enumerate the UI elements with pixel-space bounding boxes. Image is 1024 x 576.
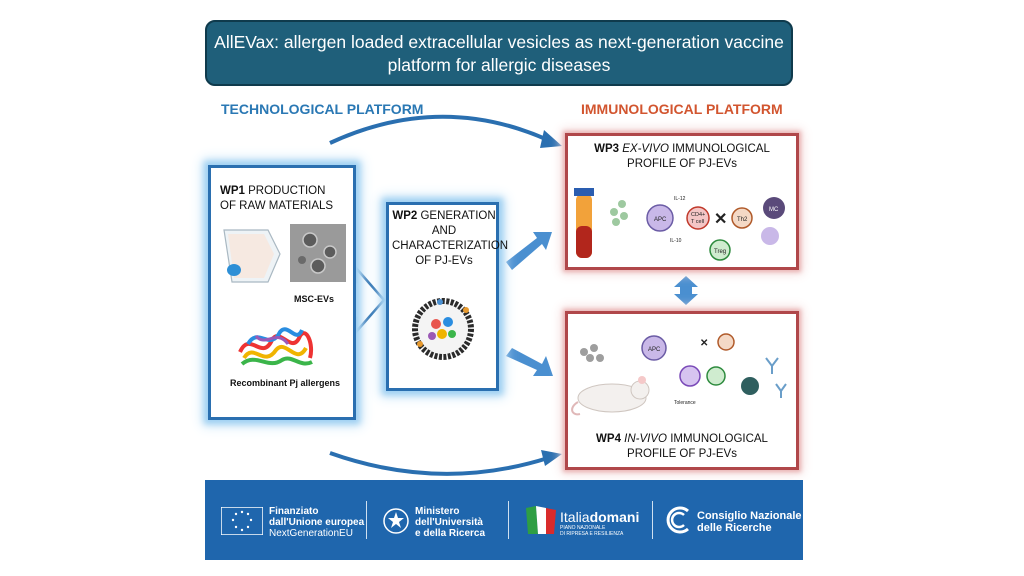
wp2-box	[386, 202, 499, 391]
recombinant-allergens-label: Recombinant Pj allergens	[230, 378, 341, 388]
bottom-arc-arrowhead	[541, 450, 562, 466]
wp3-box	[565, 133, 799, 270]
cnr-line-2: delle Ricerche	[697, 522, 772, 534]
wp4-line-2: PROFILE OF PJ-EVs	[627, 448, 737, 460]
cd4-t-cell-icon: CD4+ T cell	[686, 206, 710, 230]
wp4-id: WP4	[596, 433, 621, 445]
title-banner: AllEVax: allergen loaded extracellular v…	[205, 20, 793, 86]
wp3-line-2: PROFILE OF PJ-EVs	[627, 158, 737, 170]
italian-republic-emblem-icon	[383, 508, 409, 534]
wp2-line-3: CHARACTERIZATION	[392, 240, 509, 252]
eu-line-1: Finanziato	[269, 506, 319, 517]
immunological-platform-label: IMMUNOLOGICAL PLATFORM	[581, 101, 783, 117]
wp3-il12-label: IL-12	[674, 196, 686, 202]
wp3-tcell-label: T cell	[691, 219, 704, 225]
wp3-italic: EX-VIVO	[622, 143, 669, 155]
treg-cell-icon: Treg	[709, 239, 731, 261]
cnr-text: Consiglio Nazionale delle Ricerche	[697, 510, 802, 534]
mur-line-3: e della Ricerca	[415, 528, 486, 539]
wp1-box	[208, 165, 356, 420]
eu-flag-icon	[221, 507, 263, 535]
wp2-line-2: AND	[431, 225, 457, 237]
eu-funding-text: Finanziato dall'Unione europea NextGener…	[269, 506, 364, 539]
top-arc-arrow	[329, 114, 549, 145]
funding-footer	[205, 480, 803, 560]
wp2-to-wp3-arrow	[506, 232, 552, 270]
footer-divider	[652, 501, 653, 539]
wp3-heading: WP3 EX-VIVO IMMUNOLOGICAL PROFILE OF PJ-…	[575, 142, 789, 172]
eu-line-2: dall'Unione europea	[269, 517, 365, 528]
italia-sub-1: PIANO NAZIONALE	[560, 525, 606, 531]
b-cell-icon	[741, 377, 759, 395]
cell-culture-flask-icon	[223, 229, 281, 283]
mur-line-1: Ministero	[415, 506, 460, 517]
mur-line-2: dell'Università	[415, 517, 483, 528]
antibody-icon	[765, 357, 779, 374]
bottom-arc-arrow	[329, 451, 549, 476]
wp4-tolerance-label: Tolerance	[674, 400, 696, 406]
mur-text: Ministero dell'Università e della Ricerc…	[415, 506, 485, 539]
footer-divider	[366, 501, 367, 539]
allergen-protein-icon	[238, 327, 313, 366]
wp1-heading: WP1 PRODUCTION OF RAW MATERIALS	[220, 184, 360, 214]
title-line-1: AllEVax: allergen loaded extracellular v…	[214, 32, 784, 52]
italia-domani-subtitle: PIANO NAZIONALE DI RIPRESA E RESILIENZA	[560, 525, 623, 537]
eu-line-3: NextGenerationEU	[269, 528, 353, 539]
svg-text:✕: ✕	[700, 338, 708, 349]
msc-evs-label: MSC-EVs	[294, 294, 335, 304]
italia-domani-flag-icon	[526, 506, 556, 534]
wp4-italic: IN-VIVO	[624, 433, 667, 445]
wp4-apc-label: APC	[648, 347, 661, 353]
wp1-id: WP1	[220, 185, 245, 197]
cnr-logo-icon	[666, 506, 689, 534]
apc-cell-icon: APC	[646, 204, 674, 232]
footer-divider	[508, 501, 509, 539]
wp1-line-2: OF RAW MATERIALS	[220, 200, 334, 212]
cnr-line-1: Consiglio Nazionale	[697, 510, 802, 522]
th2-target-icon	[717, 333, 735, 351]
wp3-il10-label: IL-10	[670, 238, 682, 244]
wp2-id: WP2	[392, 210, 418, 222]
th2-cell-icon: Th2	[731, 207, 753, 229]
wp1-materials-illustration	[223, 224, 346, 283]
wp4-in-vivo-illustration: APC ✕ Tolerance	[571, 333, 787, 416]
t-cell-green-icon	[706, 366, 726, 386]
italia-sub-2: DI RIPRESA E RESILIENZA	[560, 531, 624, 537]
technological-platform-label: TECHNOLOGICAL PLATFORM	[221, 101, 424, 117]
wp3-id: WP3	[594, 143, 620, 155]
wp3-treg-label: Treg	[714, 249, 726, 255]
wp3-mc-label: MC	[769, 207, 779, 213]
wp4-apc-cell-icon: APC	[641, 335, 667, 361]
wp2-to-wp4-arrow	[506, 348, 553, 376]
mast-cell-icon: MC	[761, 197, 785, 245]
top-arc-arrowhead	[540, 130, 562, 148]
t-cell-purple-icon	[679, 365, 701, 387]
wp2-line-4: OF PJ-EVs	[415, 255, 473, 267]
wp4-line-1-rest: IMMUNOLOGICAL	[670, 433, 768, 445]
mouse-icon	[571, 376, 650, 416]
wp3-apc-label: APC	[654, 217, 667, 223]
italia-text-a: Italia	[560, 509, 590, 525]
wp4-heading: WP4 IN-VIVO IMMUNOLOGICAL PROFILE OF PJ-…	[575, 432, 789, 462]
wp3-cd4-label: CD4+	[691, 212, 705, 218]
wp3-ex-vivo-illustration: APC IL-12 IL-10 CD4+ T cell ✕ Th2 Treg M…	[574, 188, 785, 261]
msc-ev-micrograph-icon	[290, 224, 346, 282]
wp2-line-1: GENERATION	[420, 210, 496, 222]
wp1-line-1: PRODUCTION	[248, 185, 326, 197]
pj-ev-vesicle-icon	[412, 298, 474, 360]
italia-domani-logo: Italiadomani	[560, 510, 639, 524]
blood-tube-icon	[574, 188, 594, 258]
wp3-wp4-double-arrow	[674, 276, 698, 305]
title-line-2: platform for allergic diseases	[387, 55, 611, 75]
inhibition-x-icon: ✕	[714, 211, 727, 228]
wp3-th2-label: Th2	[737, 217, 748, 223]
wp2-heading: WP2 GENERATION AND CHARACTERIZATION OF P…	[392, 209, 508, 269]
wp3-line-1-rest: IMMUNOLOGICAL	[672, 143, 770, 155]
italia-text-b: domani	[589, 509, 640, 525]
